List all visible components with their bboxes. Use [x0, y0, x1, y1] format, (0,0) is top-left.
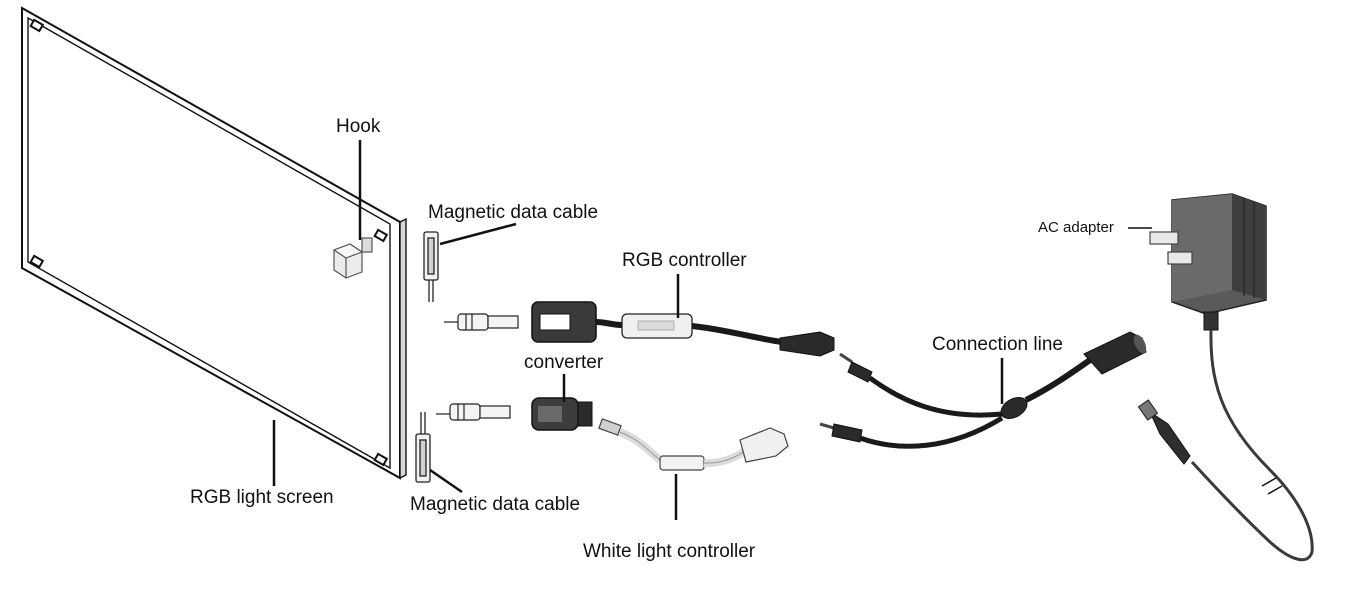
- magnetic-cable-top: [423, 231, 439, 302]
- rgb-controller: [531, 301, 835, 357]
- converter: [531, 397, 593, 431]
- rgb-light-screen-label: RGB light screen: [190, 487, 334, 508]
- ac-adapter-label: AC adapter: [1038, 219, 1114, 236]
- hook: [332, 237, 373, 279]
- usb-plug-upper: [444, 313, 519, 331]
- magnetic-bottom-leader: [429, 468, 463, 494]
- magnetic-cable-bottom: [415, 412, 431, 483]
- converter-label: converter: [524, 352, 604, 373]
- connection-line-label: Connection line: [932, 334, 1063, 355]
- white-light-controller-label: White light controller: [583, 541, 756, 562]
- magnetic-cable-top-label: Magnetic data cable: [428, 202, 599, 223]
- hook-label: Hook: [336, 116, 381, 137]
- ac-adapter: [1137, 193, 1314, 562]
- rgb-light-screen: [21, 6, 407, 480]
- white-light-controller: [598, 418, 789, 471]
- connection-line: [819, 331, 1147, 449]
- magnetic-top-leader: [439, 222, 517, 246]
- magnetic-cable-bottom-label: Magnetic data cable: [410, 494, 581, 515]
- rgb-controller-label: RGB controller: [622, 250, 747, 271]
- usb-plug-lower: [436, 403, 511, 421]
